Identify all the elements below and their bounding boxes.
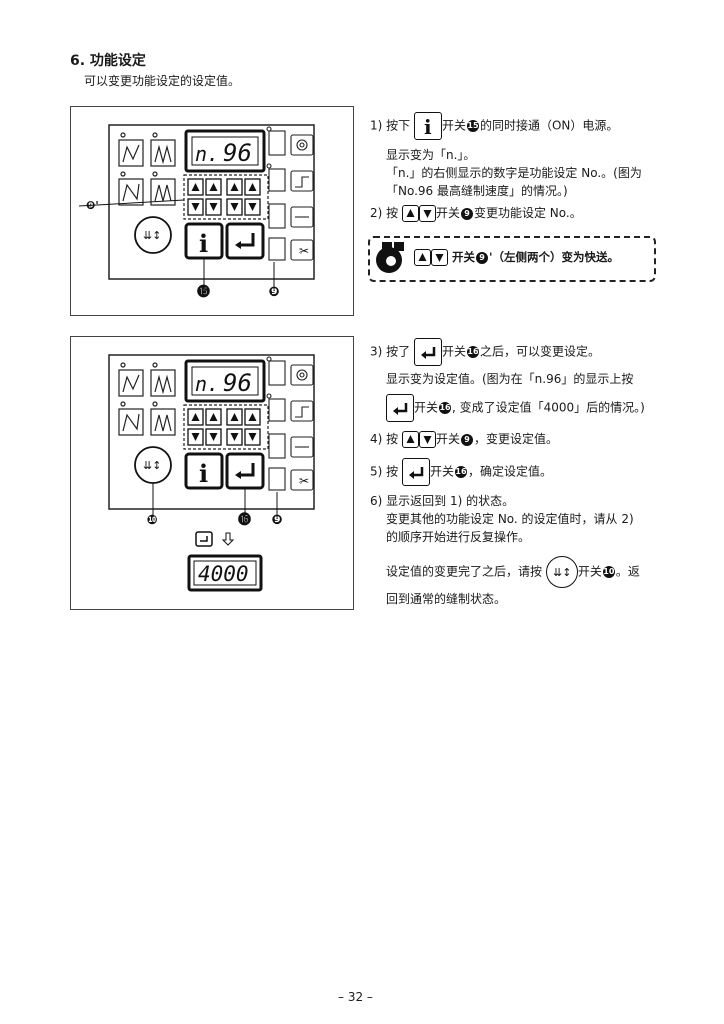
svg-text:⇊↕: ⇊↕ (143, 459, 161, 472)
section-title: 6. 功能设定 (70, 53, 146, 69)
svg-text:i: i (199, 459, 208, 488)
step3-line2: 显示变为设定值。(图为在「n.96」的显示上按 (386, 372, 634, 386)
section-subtitle: 可以变更功能设定的设定值。 (84, 74, 241, 88)
step3-line1: 3) 按了 开关16之后，可以变更设定。 (370, 338, 600, 366)
callout-switch9: ❾ (268, 285, 280, 300)
step6-line4: 设定值的变更完了之后，请按 ⇊↕开关10。返 (386, 556, 640, 588)
up-arrow-key-icon (414, 249, 431, 266)
enter-key-icon (401, 458, 430, 486)
up-arrow-key-icon (401, 431, 419, 448)
svg-text:✂: ✂ (299, 244, 309, 258)
callout-switch15: ⓯ (197, 285, 211, 300)
display-left-text: n. (195, 372, 219, 396)
step6-line1: 6) 显示返回到 1) 的状态。 (370, 494, 515, 508)
hint-hand-icon (376, 242, 404, 273)
step1-line2: 显示变为「n.」。 (386, 148, 476, 162)
step5-line1: 5) 按 开关16，确定设定值。 (370, 458, 552, 486)
display-right-text: 96 (223, 369, 252, 397)
down-arrow-key-icon (418, 205, 436, 222)
step1-line3: 「n.」的右侧显示的数字是功能设定 No.。(图为 (386, 166, 642, 180)
down-arrow-key-icon (418, 431, 436, 448)
step1-line4: 「No.96 最高缝制速度」的情况。) (386, 184, 568, 198)
info-key-icon: i (413, 112, 442, 140)
presser-foot-key-icon: ⇊↕ (545, 556, 578, 588)
step6-line3: 的顺序开始进行反复操作。 (386, 530, 531, 544)
callout-switch9: ❾ (271, 513, 283, 528)
display-right-text: 96 (223, 139, 252, 167)
svg-text:⇊↕: ⇊↕ (553, 566, 571, 579)
page-number: – 32 – (338, 990, 373, 1004)
result-display-text: 4000 (198, 562, 249, 586)
panel-figure-1: n. 96 ✂ i (70, 106, 354, 316)
enter-key-icon (386, 394, 414, 422)
step6-line5: 回到通常的缝制状态。 (386, 592, 507, 606)
svg-text:i: i (199, 229, 208, 258)
up-arrow-key-icon (401, 205, 419, 222)
callout-switch10: ❿ (146, 513, 158, 528)
svg-text:i: i (424, 115, 432, 139)
callout-switch16: ⓰ (238, 513, 252, 528)
svg-text:⇊↕: ⇊↕ (143, 229, 161, 242)
panel-figure-2: n. 96 ✂ i ⇊↕ (70, 336, 354, 610)
enter-key-icon (413, 338, 442, 366)
display-left-text: n. (195, 142, 219, 166)
step6-line2: 变更其他的功能设定 No. 的设定值时，请从 2) (386, 512, 634, 526)
callout-switch9-prime: ❾' (86, 199, 99, 212)
svg-text:✂: ✂ (299, 474, 309, 488)
down-arrow-key-icon (431, 249, 448, 266)
step3-line3: 开关16, 变成了设定值「4000」后的情况。) (386, 394, 645, 422)
